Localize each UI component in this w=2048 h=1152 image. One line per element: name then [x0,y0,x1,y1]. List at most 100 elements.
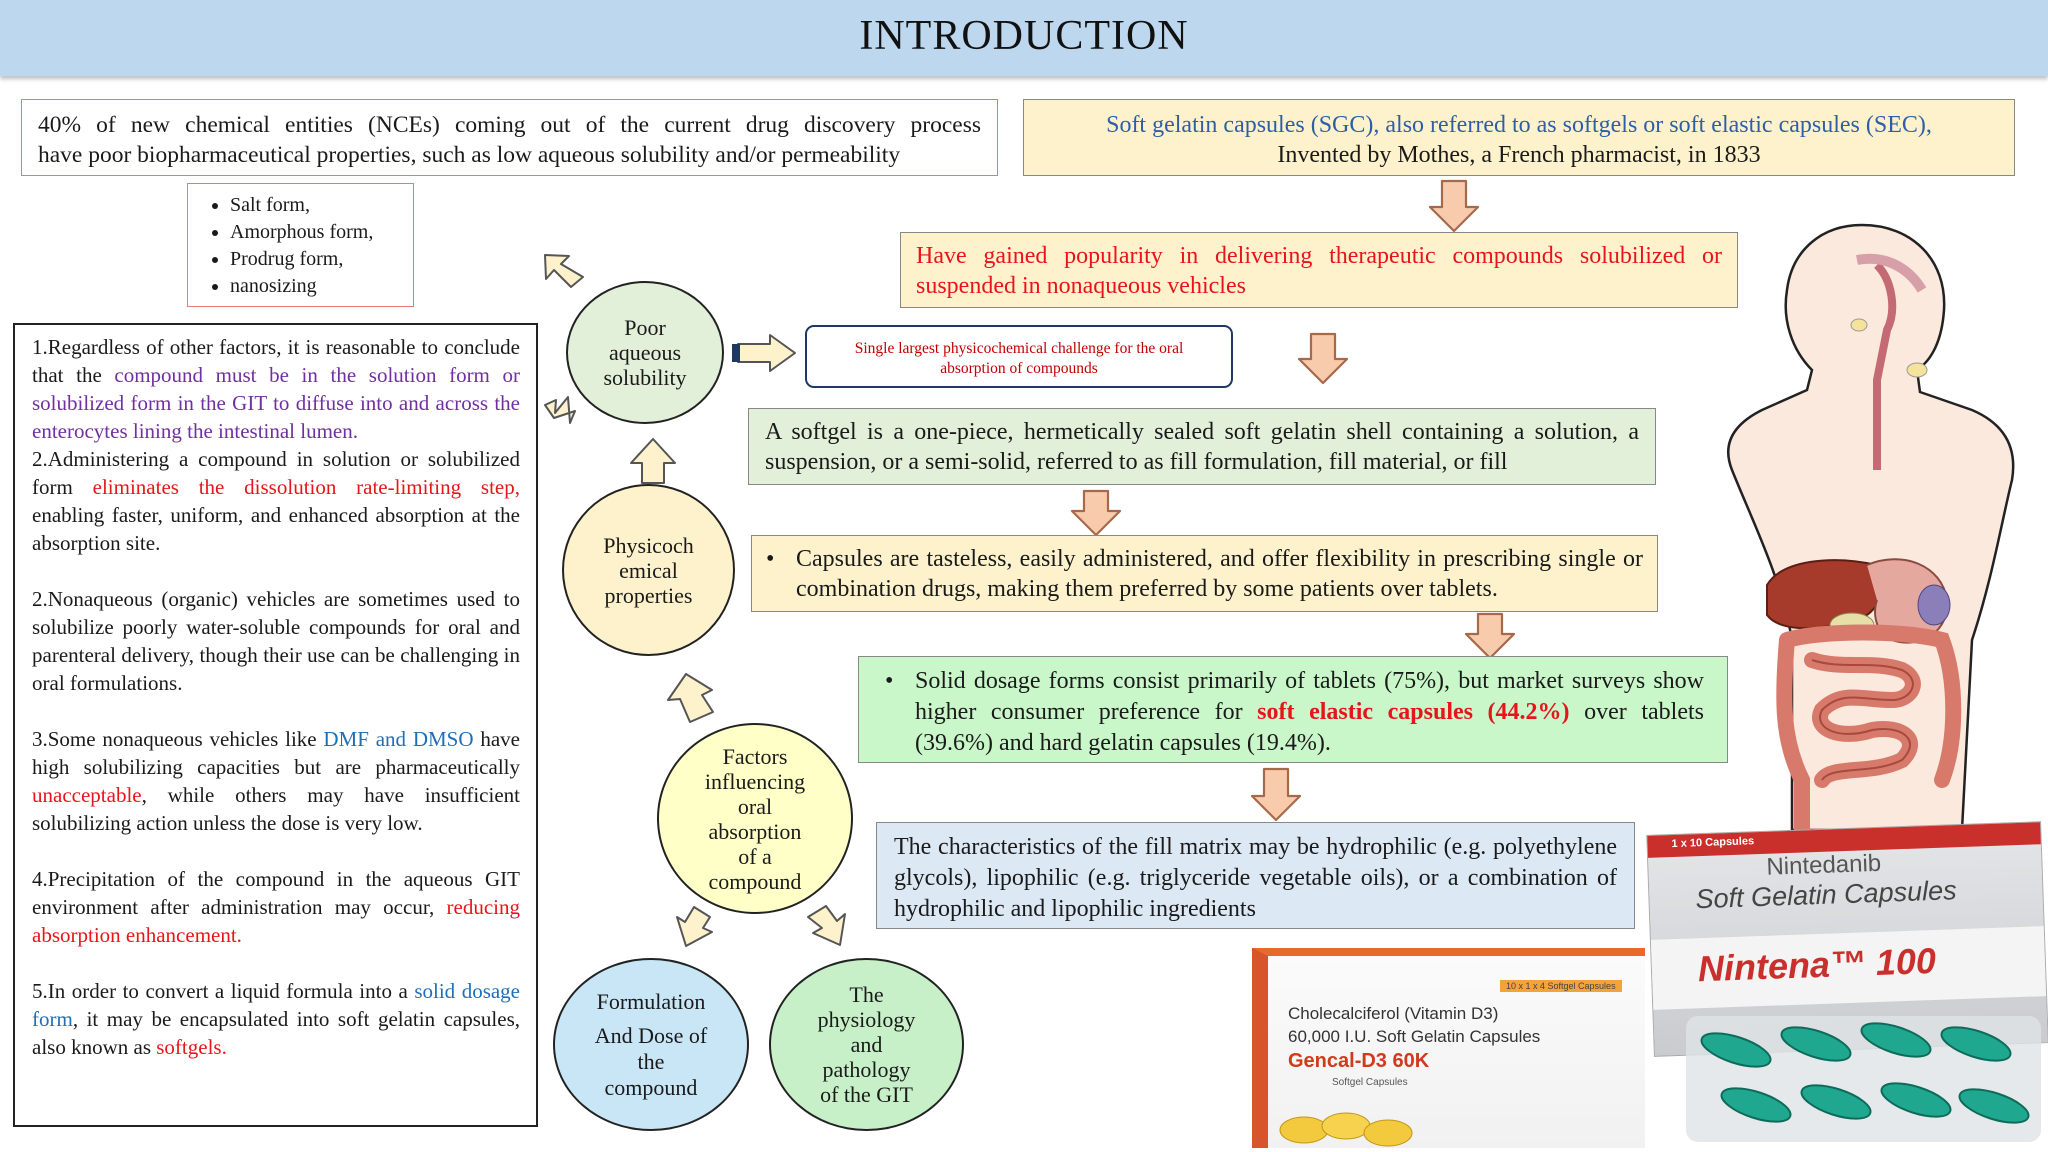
circle-label: Factors [722,743,788,769]
point-1-end: . [352,419,359,443]
spleen-icon [1917,584,1951,626]
point-4-text-2: have high solubilizing capacities but ar… [32,727,520,779]
point-1-highlight: compound must be in the solution form or… [32,363,521,443]
nce-line-2: have poor biopharmaceutical properties, … [38,142,901,168]
circle-label: Formulation [596,988,706,1014]
point-1-text: 1.Regardless of other factors, it is rea… [32,335,520,387]
point-2: 2.Administering a compound in solution o… [32,445,520,557]
bullet-icon: • [766,546,775,572]
throat-icon [1873,262,1897,470]
page-title: INTRODUCTION [859,13,1189,59]
softgel-definition-box: A softgel is a one-piece, hermetically s… [748,408,1656,485]
body-outline [1727,223,2015,830]
arrow-down-icon [1464,612,1516,660]
gencal-line-1: Cholecalciferol (Vitamin D3) [1288,1004,1499,1023]
challenge-line-2: absorption of compounds [940,360,1098,377]
arrow-tail-icon [732,344,740,362]
forms-box: Salt form, Amorphous form, Prodrug form,… [187,183,414,307]
bullet-icon: • [885,668,894,694]
circle-label: pathology [822,1057,911,1082]
sgc-line-2: Invented by Mothes, a French pharmacist,… [1277,142,1761,168]
nintena-generic: Nintedanib [1765,849,1882,881]
point-4-text: 3.Some nonaqueous vehicles like [32,727,324,751]
green-capsules-icon [1686,1016,2041,1142]
point-5: 4.Precipitation of the compound in the a… [32,865,520,949]
point-1: 1.Regardless of other factors, it is rea… [32,333,520,445]
circle-label: properties [604,582,693,608]
form-item: Salt form, [230,192,413,219]
circle-label: the [637,1048,665,1074]
circle-label: and [850,1032,883,1057]
solid-text: Solid dosage forms consist primarily of … [915,666,1704,759]
forms-list: Salt form, Amorphous form, Prodrug form,… [200,192,413,300]
gencal-sub: Softgel Capsules [1332,1077,1408,1088]
fill-matrix-box: The characteristics of the fill matrix m… [876,822,1635,929]
circle-label: The [849,982,884,1007]
solid-dosage-box: • Solid dosage forms consist primarily o… [858,656,1728,763]
sgc-box: Soft gelatin capsules (SGC), also referr… [1023,99,2015,176]
circle-label: absorption [708,818,802,844]
arrow-down-icon [1250,767,1302,822]
circle-physiology: The physiology and pathology of the GIT [769,958,964,1131]
circle-label: compound [604,1074,698,1100]
arrow-up-icon [667,673,714,723]
form-item: Amorphous form, [230,219,413,246]
point-6-text-2: , it may be encapsulated into soft gelat… [32,1007,520,1059]
arrow-left-icon [544,396,576,424]
point-2-highlight: eliminates the dissolution rate-limiting… [92,475,520,499]
point-5-highlight: reducing absorption enhancement. [32,895,520,947]
circle-label: physiology [817,1007,916,1032]
arrow-up-left-icon [544,254,584,288]
point-4: 3.Some nonaqueous vehicles like DMF and … [32,725,520,837]
point-6: 5.In order to convert a liquid formula i… [32,977,520,1061]
circle-formulation: Formulation And Dose of the compound [553,958,749,1131]
solid-bullet: • Solid dosage forms consist primarily o… [873,666,1704,759]
point-2-text: 2.Administering a compound in solution o… [32,447,520,499]
solid-highlight: soft elastic capsules (44.2%) [1257,699,1570,725]
nce-line-1: 40% of new chemical entities (NCEs) comi… [38,112,981,138]
capsules-bullet: • Capsules are tasteless, easily adminis… [766,544,1643,604]
solid-text-c: over tablets (39.6%) and hard gelatin ca… [915,699,1704,756]
arrow-down-icon [1297,332,1349,385]
nasal-icon [1856,253,1927,293]
challenge-box: Single largest physicochemical challenge… [805,325,1233,388]
gencal-product-image: 10 x 1 x 4 Softgel Capsules Cholecalcife… [1252,948,1645,1148]
circle-label: solubility [603,365,687,390]
circle-factors: Factors influencing oral absorption of a… [657,723,853,914]
point-5-text: 4.Precipitation of the compound in the a… [32,867,520,919]
softgel-capsules-icon [1279,1112,1413,1147]
arrow-down-right-icon [807,905,846,946]
circle-label: emical [619,557,678,583]
circle-label: of the GIT [820,1082,913,1107]
point-6-highlight-2: softgels. [156,1035,227,1059]
point-6-highlight: solid dosage form [32,979,521,1031]
arrow-right-icon [737,334,796,372]
gencal-brand: Gencal-D3 60K [1288,1050,1430,1072]
digestive-system-illustration [1727,223,2015,830]
circle-label: of a [738,843,772,869]
circle-label: Poor [624,315,666,340]
circle-poor-solubility: Poor aqueous solubility [566,281,724,424]
left-text-box: 1.Regardless of other factors, it is rea… [13,323,538,1127]
circle-label: Physicoch [603,532,694,558]
circle-label: influencing [704,768,806,794]
gland-icon [1850,318,1868,332]
point-6-text: 5.In order to convert a liquid formula i… [32,979,415,1003]
point-3: 2.Nonaqueous (organic) vehicles are some… [32,587,520,695]
arrow-down-icon [1070,489,1122,537]
point-4-highlight-2: unacceptable [32,783,142,807]
circle-physicochemical: Physicoch emical properties [562,484,735,656]
point-4-end: , while others may have insufficient sol… [32,783,520,835]
capsules-text: Capsules are tasteless, easily administe… [796,546,1643,602]
nce-box: 40% of new chemical entities (NCEs) comi… [21,99,998,176]
form-item: Prodrug form, [230,246,413,273]
challenge-line-1: Single largest physicochemical challenge… [854,340,1184,357]
popularity-line-1: Have gained popularity in delivering the… [916,243,1722,269]
circle-label: aqueous [608,340,682,365]
circle-label: And Dose of [594,1022,708,1048]
solid-text-a: Solid dosage forms consist primarily of … [915,668,1704,725]
point-2-end: enabling faster, uniform, and enhanced a… [32,503,520,555]
arrow-down-left-icon [676,906,713,947]
circle-label: oral [737,793,773,819]
gencal-tag: 10 x 1 x 4 Softgel Capsules [1500,980,1622,992]
